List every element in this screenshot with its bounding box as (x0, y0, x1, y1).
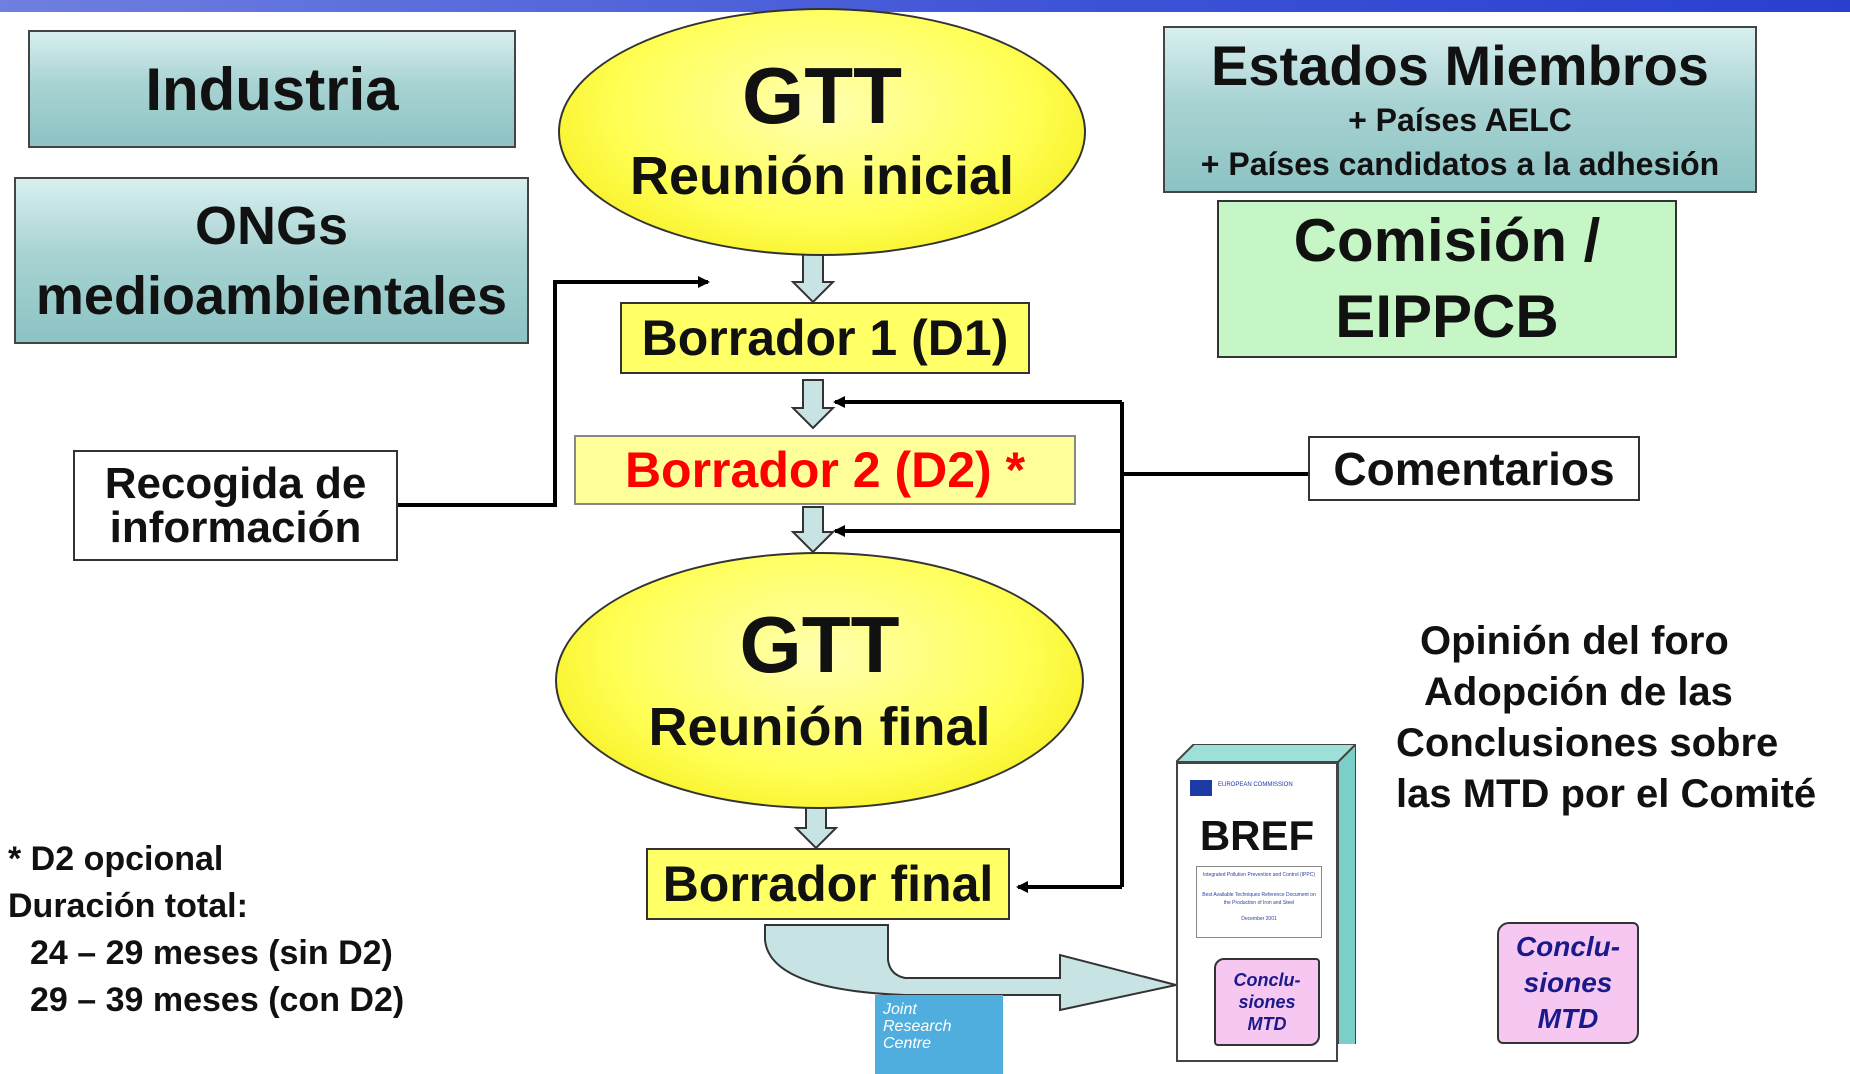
down-arrow-1 (790, 251, 836, 304)
bref-document: EUROPEAN COMMISSION BREF Integrated Poll… (1176, 744, 1356, 1062)
draft-2-label: Borrador 2 (D2) * (624, 442, 1026, 498)
opinion-line-1: Opinión del foro (1420, 619, 1729, 663)
gtt-final-subtitle: Reunión final (648, 696, 991, 757)
recogida-label-2: información (109, 502, 362, 552)
bref-cover: EUROPEAN COMMISSION BREF Integrated Poll… (1176, 762, 1338, 1062)
jrc-line-3: Centre (883, 1035, 932, 1052)
opinion-line-2: Adopción de las (1424, 670, 1733, 714)
opinion-line-3: Conclusiones sobre (1396, 721, 1779, 765)
recogida-label-1: Recogida de (104, 458, 367, 508)
down-arrow-2 (790, 379, 836, 430)
ongs-label-1: ONGs (194, 195, 349, 256)
bref-scroll-conclusions: Conclu- siones MTD (1214, 958, 1320, 1046)
gtt-final-title: GTT (739, 599, 900, 689)
gtt-initial-title: GTT (742, 51, 902, 140)
recogida-connector (398, 276, 710, 507)
note-duration-with-d2: 29 – 39 meses (con D2) (30, 981, 405, 1019)
duration-notes: * D2 opcional Duración total: 24 – 29 me… (8, 836, 404, 1024)
scroll-line-2: siones (1523, 967, 1613, 998)
jrc-line-2: Research (883, 1018, 952, 1035)
down-arrow-4 (793, 804, 839, 850)
recogida-box: Recogida de información (73, 450, 398, 561)
scroll-line-1: Conclu- (1515, 931, 1621, 962)
jrc-line-1: Joint (883, 1001, 917, 1018)
top-bar (0, 0, 1850, 12)
comentarios-label: Comentarios (1333, 442, 1615, 495)
final-draft-label: Borrador final (662, 856, 994, 912)
final-draft-box: Borrador final (646, 848, 1010, 920)
bref-header: EUROPEAN COMMISSION (1218, 782, 1293, 788)
comision-box: Comisión / EIPPCB (1217, 200, 1677, 358)
jrc-logo: Joint Research Centre (875, 995, 1003, 1074)
draft-1-label: Borrador 1 (D1) (641, 310, 1009, 366)
opinion-line-4: las MTD por el Comité (1396, 772, 1817, 816)
comentarios-box: Comentarios (1308, 436, 1640, 501)
ongs-box: ONGs medioambientales (14, 177, 529, 344)
comision-label-2: EIPPCB (1335, 283, 1559, 350)
gtt-initial-subtitle: Reunión inicial (629, 146, 1015, 206)
conclusions-scroll: Conclu- siones MTD (1497, 922, 1639, 1044)
note-duration-without-d2: 24 – 29 meses (sin D2) (30, 934, 393, 972)
industria-box: Industria (28, 30, 516, 148)
bref-title: BREF (1199, 812, 1315, 859)
note-duration-label: Duración total: (8, 887, 248, 925)
eu-flag-icon (1190, 780, 1212, 796)
draft-2-box: Borrador 2 (D2) * (574, 435, 1076, 505)
bref-scroll-line-2: siones (1238, 992, 1296, 1012)
gtt-final-meeting: GTT Reunión final (555, 552, 1084, 809)
bref-scroll-line-3: MTD (1247, 1014, 1287, 1034)
estados-title: Estados Miembros (1211, 33, 1709, 97)
bref-text-1: Integrated Pollution Prevention and Cont… (1202, 872, 1315, 878)
ongs-label-2: medioambientales (35, 265, 508, 326)
gtt-initial-meeting: GTT Reunión inicial (558, 8, 1086, 256)
opinion-text: Opinión del foro Adopción de las Conclus… (1396, 616, 1846, 820)
bref-text-2: Best Available Techniques Reference Docu… (1202, 892, 1316, 906)
estados-line-2: + Países AELC (1348, 101, 1572, 138)
bref-text-3: December 2001 (1241, 916, 1277, 922)
estados-line-3: + Países candidatos a la adhesión (1200, 145, 1720, 182)
estados-box: Estados Miembros + Países AELC + Países … (1163, 26, 1757, 193)
bref-text-block: Integrated Pollution Prevention and Cont… (1196, 866, 1322, 938)
bref-scroll-line-1: Conclu- (1233, 970, 1301, 990)
industria-label: Industria (145, 55, 399, 123)
note-d2-optional: * D2 opcional (8, 840, 224, 878)
bref-3d-edge (1176, 744, 1356, 1044)
scroll-line-3: MTD (1537, 1003, 1599, 1034)
down-arrow-3 (790, 506, 836, 554)
draft-1-box: Borrador 1 (D1) (620, 302, 1030, 374)
comision-label-1: Comisión / (1293, 207, 1601, 274)
